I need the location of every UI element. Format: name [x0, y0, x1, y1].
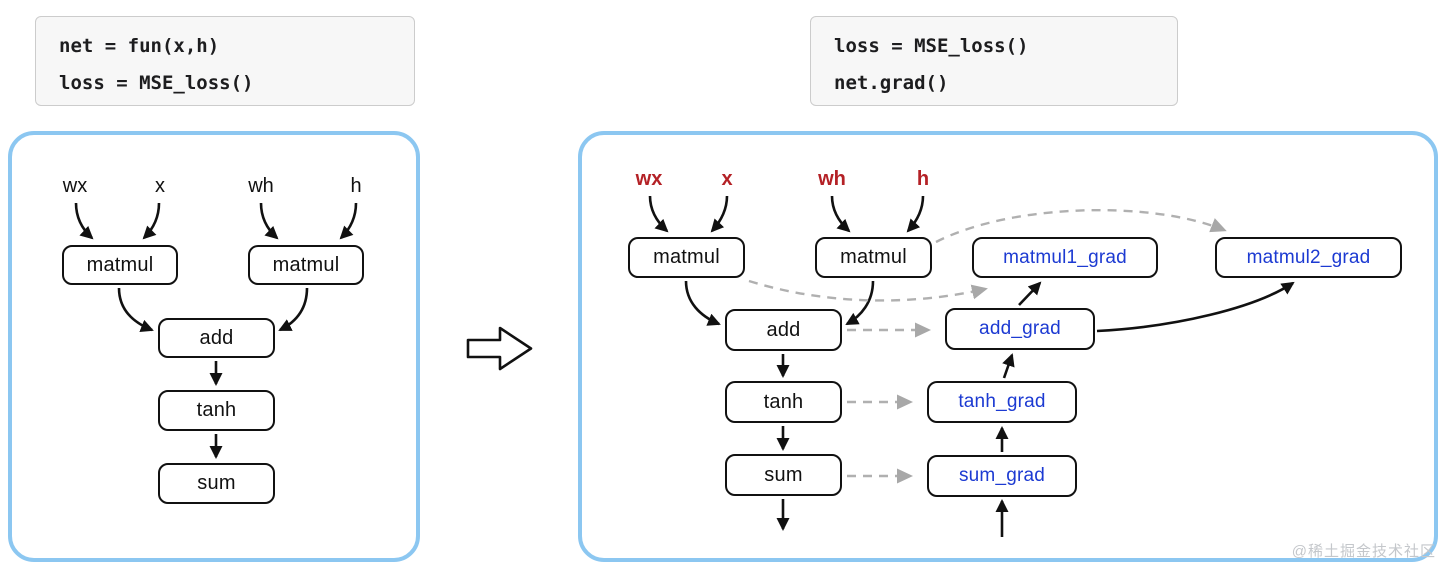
backward-code-snippet: loss = MSE_loss() net.grad(): [810, 16, 1178, 106]
node-matmul-2-bwd: matmul: [815, 237, 932, 278]
node-add-grad: add_grad: [945, 308, 1095, 350]
input-label-wh: wh: [248, 175, 274, 197]
node-matmul-1: matmul: [62, 245, 178, 285]
input-label-h: h: [350, 175, 362, 197]
code-line: net.grad(): [834, 72, 949, 94]
node-add-bwd: add: [725, 309, 842, 351]
node-sum-bwd: sum: [725, 454, 842, 496]
input-label-x: x: [155, 175, 165, 197]
code-line: net = fun(x,h): [59, 35, 220, 57]
node-sum: sum: [158, 463, 275, 504]
input-label-h-bwd: h: [916, 168, 930, 190]
node-matmul-2: matmul: [248, 245, 364, 285]
transform-arrow-icon: [466, 326, 533, 371]
node-tanh: tanh: [158, 390, 275, 431]
input-label-x-bwd: x: [721, 168, 733, 190]
node-matmul-1-bwd: matmul: [628, 237, 745, 278]
code-line: loss = MSE_loss(): [834, 35, 1029, 57]
input-label-wh-bwd: wh: [818, 168, 846, 190]
node-matmul1-grad: matmul1_grad: [972, 237, 1158, 278]
node-tanh-grad: tanh_grad: [927, 381, 1077, 423]
forward-code-snippet: net = fun(x,h) loss = MSE_loss(): [35, 16, 415, 106]
watermark: @稀土掘金技术社区: [1291, 543, 1436, 560]
code-line: loss = MSE_loss(): [59, 72, 254, 94]
input-label-wx: wx: [62, 175, 88, 197]
node-add: add: [158, 318, 275, 358]
node-sum-grad: sum_grad: [927, 455, 1077, 497]
node-tanh-bwd: tanh: [725, 381, 842, 423]
node-matmul2-grad: matmul2_grad: [1215, 237, 1402, 278]
input-label-wx-bwd: wx: [635, 168, 663, 190]
